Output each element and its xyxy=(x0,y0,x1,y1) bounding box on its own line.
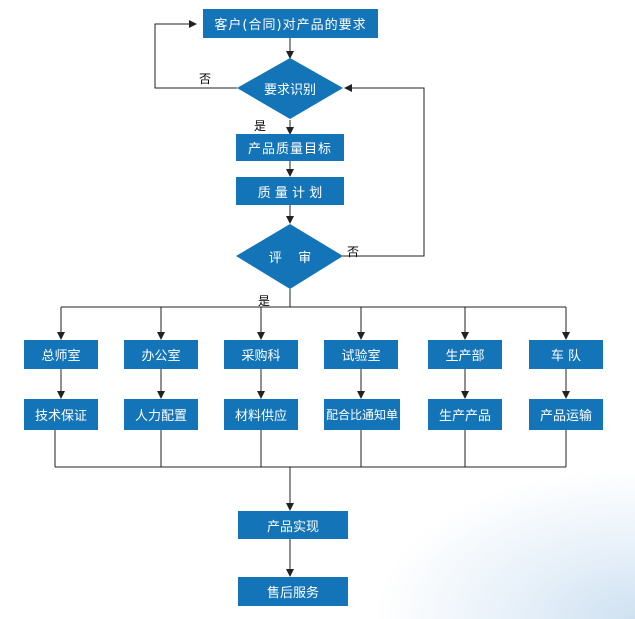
dept-label: 生产部 xyxy=(445,349,485,364)
review-label: 评 审 xyxy=(268,250,312,266)
task-box-shengchanchanpin: 生产产品 xyxy=(428,399,502,430)
task-label: 材料供应 xyxy=(234,409,287,424)
review-node: 评 审 xyxy=(250,246,330,266)
dept-box-zongshishi: 总师室 xyxy=(24,340,98,369)
task-box-chanpinyunshu: 产品运输 xyxy=(529,399,603,430)
identify-node: 要求识别 xyxy=(255,78,325,98)
dept-label: 车 队 xyxy=(550,349,582,364)
yes-label-1: 是 xyxy=(254,119,267,133)
dept-label: 采购科 xyxy=(241,349,281,364)
task-label: 产品运输 xyxy=(539,409,592,424)
quality-goal-box: 产品质量目标 xyxy=(236,134,344,161)
identify-label: 要求识别 xyxy=(263,82,316,98)
after-sales-box: 售后服务 xyxy=(238,577,348,606)
diamond-identify xyxy=(237,58,343,119)
after-sales-label: 售后服务 xyxy=(266,586,319,601)
dept-label: 试验室 xyxy=(341,349,381,364)
quality-goal-label: 产品质量目标 xyxy=(247,142,332,157)
task-box-jishubaozheng: 技术保证 xyxy=(24,399,98,430)
dept-box-bangongshi: 办公室 xyxy=(124,340,198,369)
dept-box-chedui: 车 队 xyxy=(529,340,603,369)
dept-box-shiyanshi: 试验室 xyxy=(324,340,398,369)
yes-label-2: 是 xyxy=(258,294,271,308)
task-box-renlipeizhi: 人力配置 xyxy=(124,399,198,430)
dept-label: 办公室 xyxy=(141,349,181,364)
realize-label: 产品实现 xyxy=(266,519,319,535)
no-label-1: 否 xyxy=(199,72,212,86)
task-label: 技术保证 xyxy=(34,409,87,424)
task-label: 生产产品 xyxy=(438,409,491,424)
dept-box-caigouke: 采购科 xyxy=(224,340,298,369)
diamond-review xyxy=(236,224,343,289)
dept-box-shengchanbu: 生产部 xyxy=(428,340,502,369)
arrow-identify-no-loop xyxy=(154,20,237,89)
requirement-box: 客户(合同)对产品的要求 xyxy=(203,9,378,38)
requirement-label: 客户(合同)对产品的要求 xyxy=(214,18,367,33)
task-label: 人力配置 xyxy=(134,409,187,424)
quality-plan-label: 质 量 计 划 xyxy=(257,185,323,201)
task-box-peihebitongzhidan: 配合比通知单 xyxy=(324,399,400,430)
quality-plan-box: 质 量 计 划 xyxy=(236,177,344,205)
task-label: 配合比通知单 xyxy=(325,408,398,422)
realize-box: 产品实现 xyxy=(238,511,348,539)
no-label-2: 否 xyxy=(347,245,360,259)
dept-label: 总师室 xyxy=(41,349,81,364)
arrow-review-no-loop xyxy=(342,84,425,257)
task-box-cailiaogongying: 材料供应 xyxy=(224,399,298,430)
